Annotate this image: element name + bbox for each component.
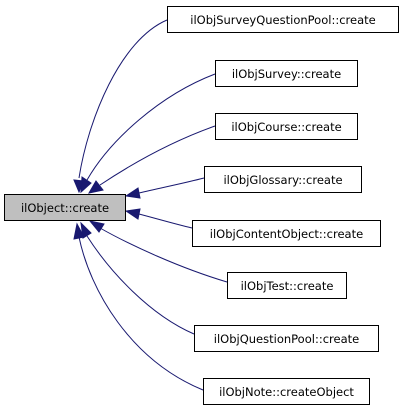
node-survey-create[interactable]: ilObjSurvey::create — [215, 60, 358, 87]
node-label: ilObjGlossary::create — [223, 173, 342, 187]
node-label: ilObjNote::createObject — [219, 385, 354, 399]
edge-glossary — [124, 177, 205, 199]
node-label: ilObjSurvey::create — [232, 67, 341, 81]
node-test-create[interactable]: ilObjTest::create — [227, 272, 347, 299]
edge-survey — [80, 73, 216, 194]
node-survey-question-pool-create[interactable]: ilObjSurveyQuestionPool::create — [167, 6, 399, 33]
edge-content-object — [124, 208, 193, 229]
node-course-create[interactable]: ilObjCourse::create — [215, 113, 358, 140]
node-question-pool-create[interactable]: ilObjQuestionPool::create — [194, 325, 379, 352]
node-content-object-create[interactable]: ilObjContentObject::create — [192, 220, 381, 247]
node-label: ilObjTest::create — [241, 279, 334, 293]
node-label: ilObjContentObject::create — [210, 227, 363, 241]
edge-course — [87, 125, 216, 194]
edge-survey-question-pool — [73, 19, 168, 194]
root-node-label: ilObject::create — [21, 201, 109, 215]
node-label: ilObjQuestionPool::create — [214, 332, 359, 346]
edge-note — [73, 222, 204, 391]
node-glossary-create[interactable]: ilObjGlossary::create — [204, 166, 362, 193]
edge-test — [88, 220, 228, 283]
edge-question-pool — [80, 221, 195, 335]
root-node-ilobject-create[interactable]: ilObject::create — [4, 194, 126, 221]
node-label: ilObjCourse::create — [231, 120, 341, 134]
node-label: ilObjSurveyQuestionPool::create — [190, 13, 375, 27]
node-note-create-object[interactable]: ilObjNote::createObject — [203, 378, 370, 405]
